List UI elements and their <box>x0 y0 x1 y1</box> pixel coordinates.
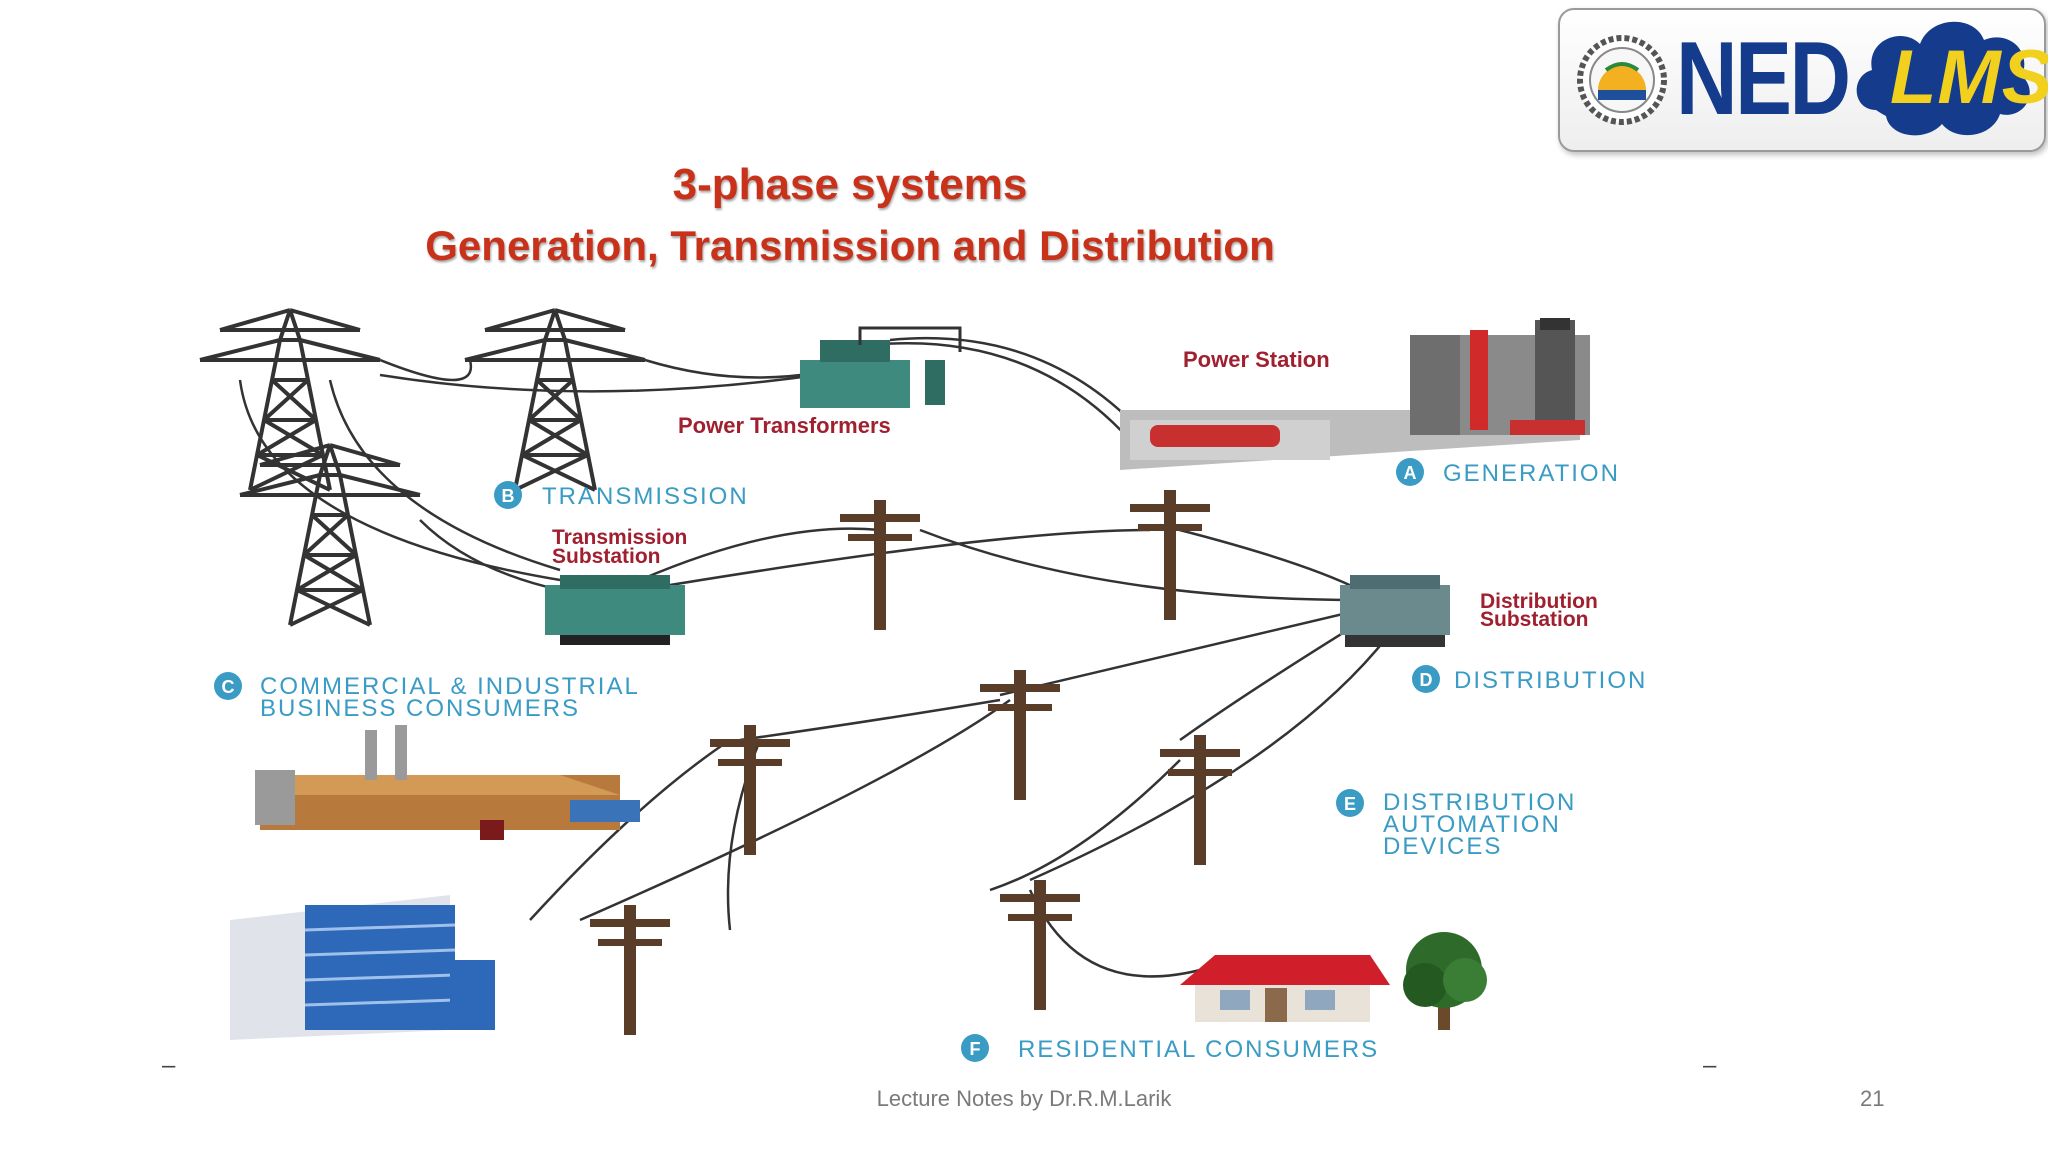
slide-margin-mark-left: – <box>162 1052 176 1079</box>
factory-building <box>255 725 640 840</box>
section-c-commercial: C COMMERCIAL & INDUSTRIAL BUSINESS CONSU… <box>214 672 640 722</box>
section-b-transmission: B TRANSMISSION <box>494 481 749 510</box>
footer-text: Lecture Notes by Dr.R.M.Larik <box>876 1086 1172 1111</box>
section-a-label: GENERATION <box>1443 460 1620 487</box>
university-seal-icon <box>1577 35 1667 125</box>
transmission-tower-2 <box>463 308 647 492</box>
distribution-substation-label-1: Distribution <box>1480 590 1598 613</box>
slide-subtitle: Generation, Transmission and Distributio… <box>425 222 1275 269</box>
badge-f-icon <box>961 1034 989 1062</box>
utility-pole-5 <box>1160 735 1240 865</box>
logo-lms-text: LMS <box>1890 35 2048 120</box>
logo-ned-text: NED <box>1676 21 1851 137</box>
distribution-substation <box>1340 575 1450 647</box>
slide-margin-mark-right: – <box>1703 1052 1717 1079</box>
section-d-label: DISTRIBUTION <box>1454 667 1647 694</box>
section-f-residential: F RESIDENTIAL CONSUMERS <box>961 1034 1379 1063</box>
tree <box>1403 932 1487 1030</box>
badge-c-icon <box>214 672 242 700</box>
badge-c-text: C <box>222 677 235 697</box>
transmission-substation-label-2: Substation <box>552 545 661 568</box>
utility-pole-4 <box>710 725 790 855</box>
power-station <box>1120 318 1590 470</box>
transmission-substation-label-1: Transmission <box>552 526 687 549</box>
power-transformer <box>800 326 962 408</box>
section-e-label-3: DEVICES <box>1383 833 1502 860</box>
badge-b-icon <box>494 481 522 509</box>
utility-pole-2 <box>1130 490 1210 620</box>
section-e-label-1: DISTRIBUTION <box>1383 789 1576 816</box>
badge-f-text: F <box>970 1039 981 1059</box>
badge-a-text: A <box>1404 463 1417 483</box>
ned-lms-logo: NED LMS <box>1558 8 2048 152</box>
power-transformers-label: Power Transformers <box>678 413 891 438</box>
section-e-label-2: AUTOMATION <box>1383 811 1561 838</box>
residential-house <box>1180 955 1390 1022</box>
section-b-label: TRANSMISSION <box>542 483 749 510</box>
badge-e-text: E <box>1344 794 1356 814</box>
section-c-label-1: COMMERCIAL & INDUSTRIAL <box>260 673 640 700</box>
badge-d-icon <box>1412 665 1440 693</box>
section-d-distribution: D DISTRIBUTION <box>1412 665 1647 694</box>
section-e-automation: E DISTRIBUTION AUTOMATION DEVICES <box>1336 789 1576 860</box>
utility-pole-6 <box>590 905 670 1035</box>
office-building <box>230 895 495 1040</box>
section-f-label: RESIDENTIAL CONSUMERS <box>1018 1036 1379 1063</box>
badge-a-icon <box>1396 458 1424 486</box>
transmission-substation <box>545 575 685 645</box>
power-station-label: Power Station <box>1183 347 1330 372</box>
section-a-generation: A GENERATION <box>1396 458 1620 487</box>
logo-cloud-shape <box>1856 21 2030 136</box>
badge-b-text: B <box>502 486 515 506</box>
section-c-label-2: BUSINESS CONSUMERS <box>260 695 580 722</box>
badge-e-icon <box>1336 789 1364 817</box>
slide-title: 3-phase systems <box>672 160 1028 209</box>
distribution-substation-label-2: Substation <box>1480 608 1589 631</box>
page-number: 21 <box>1860 1086 1885 1111</box>
badge-d-text: D <box>1420 670 1433 690</box>
utility-pole-1 <box>840 500 920 630</box>
utility-pole-3 <box>980 670 1060 800</box>
